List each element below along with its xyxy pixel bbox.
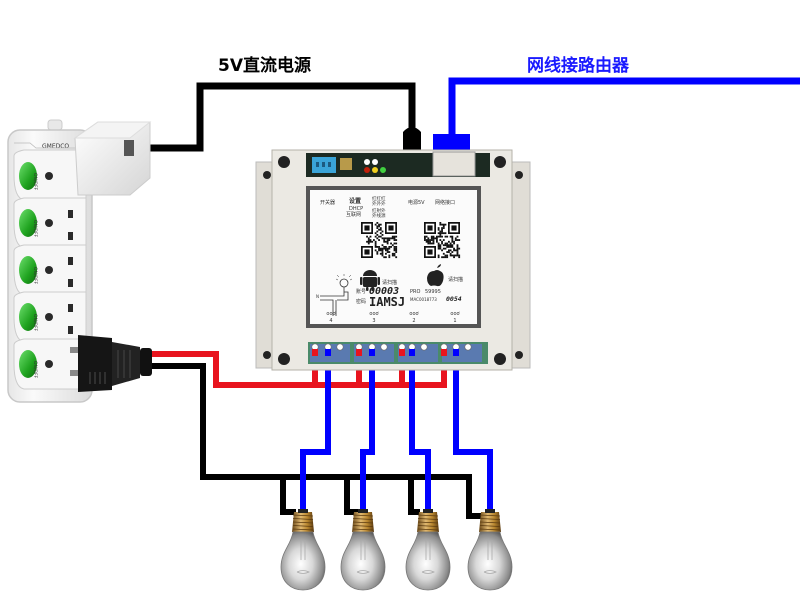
account-value: 00003 <box>369 286 399 297</box>
svg-text:ON/OFF: ON/OFF <box>32 314 38 332</box>
outlet-2 <box>13 197 87 249</box>
channel-2-label: 2 <box>412 318 415 324</box>
svg-text:ON/OFF: ON/OFF <box>32 173 38 191</box>
panel-ir-label-2: 外外外 <box>372 200 386 207</box>
power-strip-brand: GMEDCO <box>42 143 69 150</box>
switch-labels: ON/OFF ON/OFF ON/OFF ON/OFF ON/OFF <box>32 173 38 379</box>
channel-4-terminal-glyph: ooơ <box>326 311 336 317</box>
led-green <box>380 167 386 173</box>
light-bulb-2 <box>340 509 386 591</box>
schematic-sketch <box>320 274 353 316</box>
panel-dhcp-label: DHCP <box>349 206 363 212</box>
usb-power-adapter <box>73 121 152 196</box>
panel-network-label: 网络接口 <box>435 199 455 206</box>
apple-icon <box>427 264 444 287</box>
neutral-wire <box>150 363 472 518</box>
power-supply-label: 5V直流电源 <box>218 56 311 76</box>
ios-scan-label: 请扫描 <box>448 276 463 283</box>
relay-module <box>255 149 531 371</box>
power-strip: GMEDCO <box>7 119 93 403</box>
panel-config-label: 设置 <box>349 197 361 205</box>
pro-label: PRO <box>410 289 420 295</box>
outlet-switch-5[interactable] <box>19 350 37 378</box>
panel-switch-label: 开关器 <box>320 199 335 206</box>
svg-text:ON/OFF: ON/OFF <box>32 267 38 285</box>
channel-2-terminal-glyph: ooơ <box>409 311 419 317</box>
channel-4-label: 4 <box>329 318 332 324</box>
channel-1-label: 1 <box>453 318 456 324</box>
usb-port <box>124 140 134 156</box>
dc-barrel-plug <box>403 127 421 152</box>
led-red <box>364 167 370 173</box>
android-scan-label: 请扫描 <box>382 279 397 286</box>
channel-1-terminal-glyph: ooơ <box>450 311 460 317</box>
panel-ir-label-3: 红射外 <box>372 207 386 214</box>
network-cable <box>448 77 800 140</box>
pro-value: 59995 <box>425 289 441 295</box>
panel-ir-label-4: 外线源 <box>372 212 386 219</box>
terminal-block <box>308 342 488 364</box>
svg-text:ON/OFF: ON/OFF <box>32 361 38 379</box>
channel-3-terminal-glyph: ooơ <box>369 311 379 317</box>
outlet-switch-2[interactable] <box>19 209 37 237</box>
android-qr-code[interactable] <box>361 222 398 259</box>
rj45-plug <box>433 134 470 154</box>
mac-label: MAC <box>410 297 419 302</box>
outlet-1 <box>13 149 87 201</box>
light-bulb-3 <box>405 509 451 591</box>
ios-qr-code[interactable] <box>424 222 461 259</box>
load-wires <box>300 348 493 510</box>
light-bulb-1 <box>280 509 326 591</box>
svg-text:N: N <box>316 294 319 299</box>
panel-power-label: 电源5V <box>408 199 425 206</box>
dc-power-cable <box>130 82 416 152</box>
neutral-wire-drops <box>280 477 482 519</box>
outlet-3 <box>13 244 87 296</box>
rj45-jack <box>432 151 476 177</box>
outlet-switch-1[interactable] <box>19 162 37 190</box>
outlet-4 <box>13 291 87 343</box>
led-2 <box>372 159 378 165</box>
outlet-switch-3[interactable] <box>19 256 37 284</box>
password-value: IAMSJ <box>369 295 405 309</box>
led-yellow <box>372 167 378 173</box>
account-label: 账号 <box>356 288 366 295</box>
android-icon <box>360 270 380 291</box>
password-label: 密码 <box>356 298 366 305</box>
outlet-switch-4[interactable] <box>19 303 37 331</box>
mac-suffix: 0054 <box>446 295 462 303</box>
light-bulb-4 <box>467 509 513 591</box>
channel-3-label: 3 <box>372 318 375 324</box>
network-label: 网线接路由器 <box>527 56 629 76</box>
panel-internet-label: 互联网 <box>346 211 361 218</box>
mac-value: 0018773 <box>419 297 437 302</box>
svg-text:ON/OFF: ON/OFF <box>32 220 38 238</box>
led-1 <box>364 159 370 165</box>
outlet-5 <box>13 338 87 390</box>
panel-ir-label-1: 红红红 <box>372 195 386 202</box>
mains-plug <box>70 335 152 392</box>
